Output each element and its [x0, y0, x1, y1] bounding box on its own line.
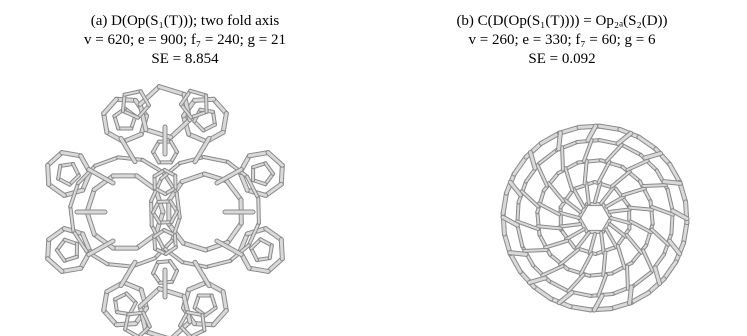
molecule-figure-b — [495, 118, 695, 318]
panel-b: (b) C(D(Op(S₁(T)))) = Op₂ₐ(S₂(D)) v = 26… — [377, 0, 747, 336]
caption-a-line-3: SE = 8.854 — [151, 51, 219, 67]
panel-a: (a) D(Op(S₁(T))); two fold axis v = 620;… — [0, 0, 370, 336]
caption-a-line-1: (a) D(Op(S₁(T))); two fold axis — [90, 13, 280, 29]
caption-a-line-2: v = 620; e = 900; f₇ = 240; g = 21 — [84, 32, 286, 48]
caption-b-line-1: (b) C(D(Op(S₁(T)))) = Op₂ₐ(S₂(D)) — [456, 13, 668, 29]
molecule-figure-a — [15, 82, 315, 336]
molecule-render-b — [500, 123, 690, 313]
caption-a: (a) D(Op(S₁(T))); two fold axis v = 620;… — [0, 12, 370, 69]
caption-b-line-3: SE = 0.092 — [528, 51, 596, 67]
molecule-render-a — [45, 84, 285, 336]
caption-b: (b) C(D(Op(S₁(T)))) = Op₂ₐ(S₂(D)) v = 26… — [377, 12, 747, 69]
caption-b-line-2: v = 260; e = 330; f₇ = 60; g = 6 — [468, 32, 656, 48]
